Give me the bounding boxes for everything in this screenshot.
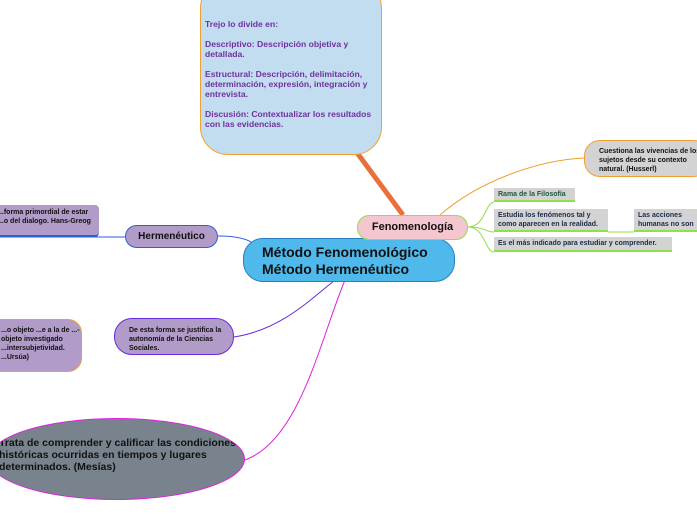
left-box[interactable]: ...o objeto ...e a la de ...-objeto inve… <box>0 319 82 372</box>
es-el-mas-node[interactable]: Es el más indicado para estudiar y compr… <box>494 237 672 252</box>
connector-callout <box>352 148 406 217</box>
cuestiona-node[interactable]: Cuestiona las vivencias de los sujetos d… <box>584 140 697 177</box>
connector-ellipse <box>244 279 346 461</box>
central-line2: Método Hermenéutico <box>262 261 410 277</box>
topic-ellipse[interactable]: Trata de comprender y calificar las cond… <box>0 418 245 500</box>
topic-fenomenologia[interactable]: Fenomenología <box>357 215 468 240</box>
connector-cuestiona <box>439 157 585 216</box>
callout-trejo[interactable]: Trejo lo divide en: Descriptivo: Descrip… <box>200 0 382 155</box>
central-topic[interactable]: Método Fenomenológico Método Hermenéutic… <box>243 238 455 282</box>
rama-node[interactable]: Rama de la Filosofía <box>494 188 575 202</box>
callout-p2: Descriptivo: Descripción objetiva y deta… <box>205 39 349 59</box>
central-line1: Método Fenomenológico <box>262 244 428 260</box>
connector-feno-children <box>467 201 634 253</box>
callout-p4: Discusión: Contextualizar los resultados… <box>205 109 372 129</box>
callout-p3: Estructural: Descripción, delimitación, … <box>205 69 368 99</box>
connector-justifica <box>233 279 336 338</box>
hermeneutico-child[interactable]: ...forma primordial de estar ...o del di… <box>0 205 99 237</box>
topic-justifica[interactable]: De esta forma se justifica la autonomía … <box>114 318 234 355</box>
topic-hermeneutico[interactable]: Hermenéutico <box>125 225 218 248</box>
acciones-node[interactable]: Las acciones humanas no son simples hech… <box>634 209 697 232</box>
callout-p1: Trejo lo divide en: <box>205 19 279 29</box>
estudia-node[interactable]: Estudia los fenómenos tal y como aparece… <box>494 209 608 232</box>
